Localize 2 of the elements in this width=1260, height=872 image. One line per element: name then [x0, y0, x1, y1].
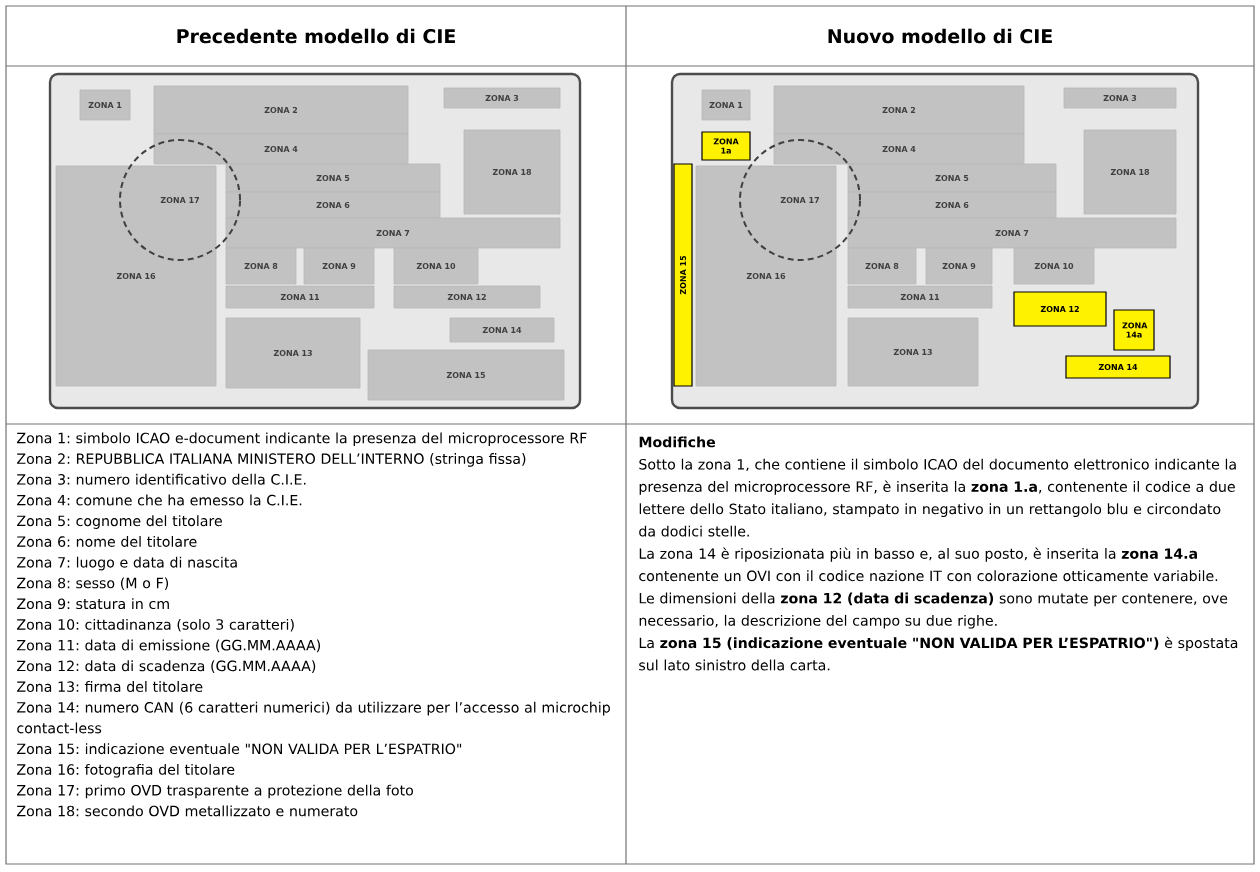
- column-heading: Precedente modello di CIE: [177, 28, 455, 44]
- column-heading: Nuovo modello di CIE: [828, 28, 1052, 44]
